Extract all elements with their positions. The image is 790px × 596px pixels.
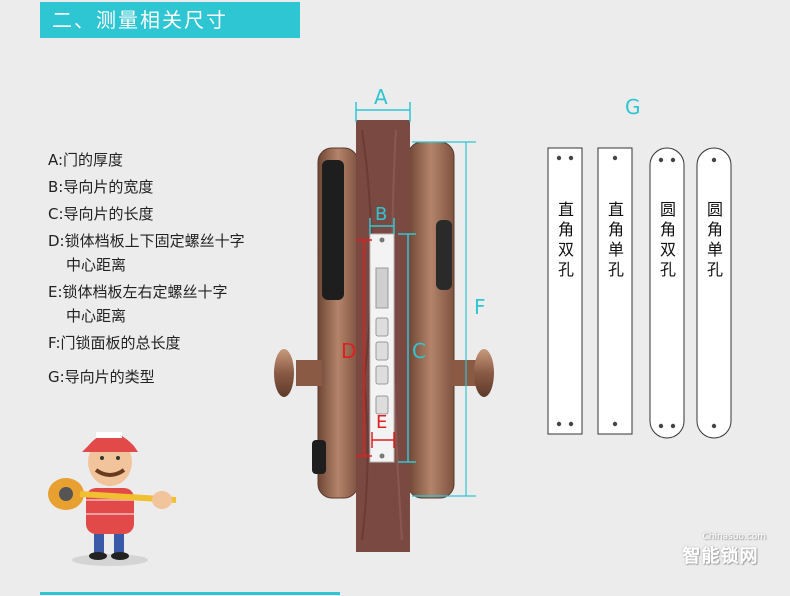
legend-item-d: D:锁体档板上下固定螺丝十字 中心距离 (48, 232, 245, 274)
legend-item-a: A:门的厚度 (48, 151, 124, 169)
strike-plate-square-single (597, 147, 633, 435)
legend-item-c: C:导向片的长度 (48, 205, 154, 223)
strike-plate-round-double (649, 147, 685, 439)
legend-item-f: F:门锁面板的总长度 (48, 334, 181, 352)
dimension-e (371, 432, 395, 448)
watermark-name: 智能锁网 (682, 546, 759, 567)
label-c: C (412, 339, 426, 363)
plate-label-1: 直角双孔 (557, 200, 574, 279)
plate-label-2: 直角单孔 (607, 200, 624, 279)
label-d: D (341, 339, 356, 363)
back-lock-panel (407, 141, 455, 499)
plate-label-3: 圆角双孔 (659, 200, 676, 279)
label-a: A (374, 85, 388, 109)
watermark-logo: Chinasuo.com 智能锁网 (682, 532, 766, 568)
legend-item-b: B:导向片的宽度 (48, 178, 154, 196)
right-knob (450, 349, 494, 397)
legend-item-e: E:锁体档板左右定螺丝十字 中心距离 (48, 283, 228, 325)
legend-list: A:门的厚度 B:导向片的宽度 C:导向片的长度 D:锁体档板上下固定螺丝十字 … (48, 148, 318, 392)
wood-grain (361, 129, 373, 541)
section-title: 二、测量相关尺寸 (52, 8, 228, 32)
dimension-f (412, 141, 476, 497)
left-knob (274, 349, 322, 397)
strike-plate-round-single (696, 147, 732, 439)
worker-mascot-illustration (48, 432, 177, 566)
dimension-d (356, 239, 372, 457)
label-e: E (376, 412, 387, 433)
label-f: F (474, 295, 486, 319)
legend-item-g: G:导向片的类型 (48, 368, 155, 386)
bottom-accent-line (40, 592, 340, 595)
plate-label-4: 圆角单孔 (706, 200, 723, 279)
label-b: B (375, 204, 387, 225)
dimension-c (398, 233, 416, 463)
mortise-faceplate (369, 233, 395, 463)
section-title-banner: 二、测量相关尺寸 (40, 2, 300, 38)
strike-plate-square-double (547, 147, 583, 435)
watermark-url: Chinasuo.com (702, 532, 766, 542)
label-g: G (625, 95, 641, 119)
dimension-a (355, 102, 411, 122)
front-lock-panel (312, 147, 359, 499)
dimension-b (369, 218, 395, 234)
